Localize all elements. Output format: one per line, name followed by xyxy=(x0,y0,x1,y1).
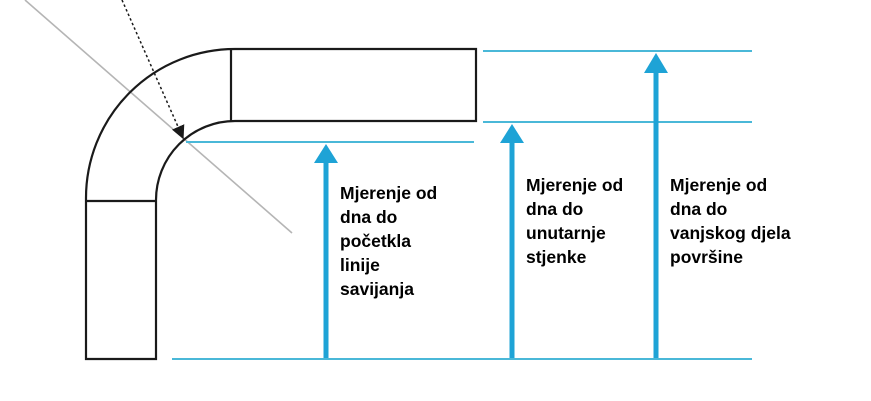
label-line: vanjskog djela xyxy=(670,223,791,243)
label-line: stjenke xyxy=(526,247,587,267)
pipe-bend-outline xyxy=(84,47,478,361)
inner-wall-measurement-label: Mjerenje od dna do unutarnje stjenke xyxy=(526,173,623,269)
label-line: linije xyxy=(340,255,380,275)
outer-surface-measurement-arrow xyxy=(644,53,668,358)
bend-start-pointer-arrow xyxy=(121,0,185,140)
diagonal-guide-line xyxy=(24,0,293,234)
label-line: dna do xyxy=(526,199,584,219)
outer-surface-measurement-label: Mjerenje od dna do vanjskog djela površi… xyxy=(670,173,791,269)
label-line: Mjerenje od xyxy=(340,183,438,203)
label-line: savijanja xyxy=(340,279,414,299)
label-line: dna do xyxy=(340,207,398,227)
label-line: početkla xyxy=(340,231,411,251)
label-line: dna do xyxy=(670,199,728,219)
label-line: Mjerenje od xyxy=(526,175,624,195)
inner-wall-measurement-arrow xyxy=(500,124,524,358)
label-line: Mjerenje od xyxy=(670,175,768,195)
bend-line-measurement-arrow xyxy=(314,144,338,358)
label-line: unutarnje xyxy=(526,223,606,243)
label-line: površine xyxy=(670,247,743,267)
bend-line-measurement-label: Mjerenje od dna do početkla linije savij… xyxy=(340,181,437,301)
